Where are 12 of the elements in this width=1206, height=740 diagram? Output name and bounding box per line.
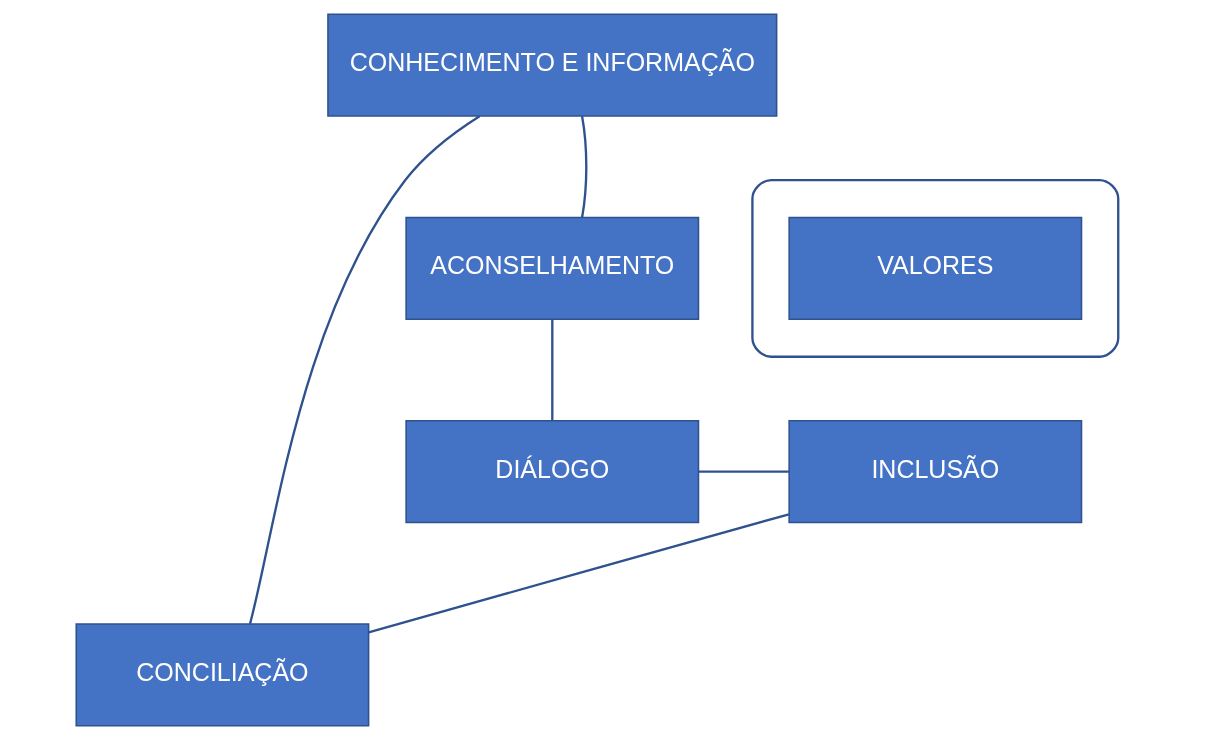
node-box: DIÁLOGO — [404, 420, 699, 524]
node-box: CONHECIMENTO E INFORMAÇÃO — [326, 13, 777, 117]
connector — [580, 116, 587, 218]
connector — [550, 319, 553, 421]
node-box: ACONSELHAMENTO — [404, 216, 699, 320]
cluster — [750, 178, 1119, 358]
node-box: INCLUSÃO — [787, 420, 1082, 524]
node-box: VALORES — [787, 216, 1082, 320]
connector — [698, 470, 789, 473]
connector — [248, 115, 480, 625]
connector — [367, 513, 789, 634]
node-box: CONCILIAÇÃO — [74, 623, 369, 727]
